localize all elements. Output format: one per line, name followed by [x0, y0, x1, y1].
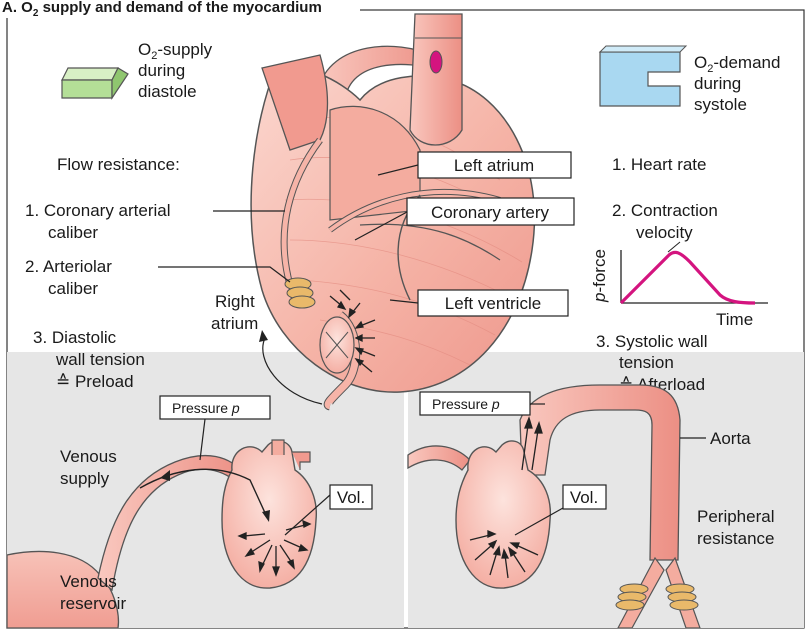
coronary-caliber-label: 1. Coronary arterial caliber [25, 201, 175, 242]
vol-label-right: Vol. [570, 488, 598, 507]
force-plot-xlabel: Time [716, 310, 753, 329]
force-plot-ylabel: p-force [590, 249, 609, 303]
aorta-label: Aorta [710, 429, 751, 448]
green-wedge-icon [62, 68, 128, 98]
left-ventricle-label: Left ventricle [445, 294, 541, 313]
flow-resistance-heading: Flow resistance: [57, 155, 180, 174]
heart-rate-label: 1. Heart rate [612, 155, 707, 174]
vol-label-left: Vol. [337, 488, 365, 507]
force-plot: p-force Time [590, 249, 768, 329]
right-atrium-label: Right atrium [211, 292, 259, 333]
force-curve [621, 252, 755, 303]
supply-label: O2-supply during diastole [138, 40, 217, 101]
left-atrium-label: Left atrium [454, 156, 534, 175]
contraction-velocity-label: 2. Contraction velocity [612, 201, 723, 242]
demand-label: O2-demand during systole [694, 53, 785, 114]
arteriolar-caliber-label: 2. Arteriolar caliber [25, 257, 117, 298]
coronary-artery-label: Coronary artery [431, 203, 550, 222]
pressure-label-right: Pressure p [432, 396, 500, 412]
pressure-label-left: Pressure p [172, 400, 240, 416]
blue-bracket-icon [600, 46, 686, 106]
